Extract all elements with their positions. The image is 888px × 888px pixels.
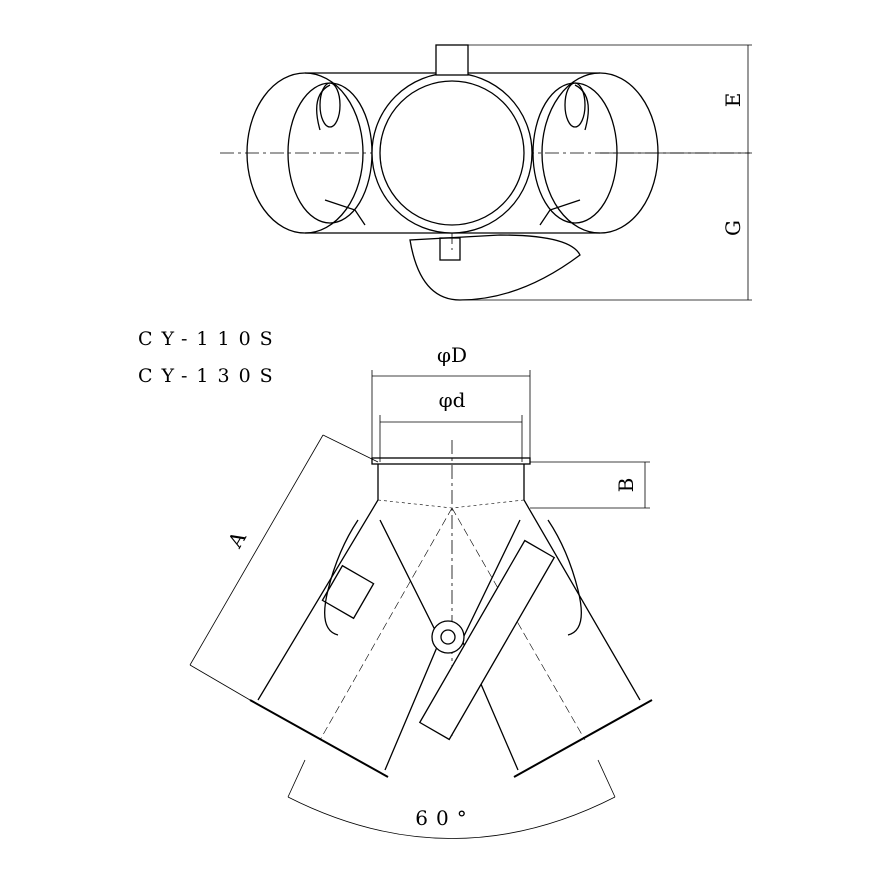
dim-E-label: E: [721, 93, 745, 108]
angle-label: 60°: [415, 806, 474, 830]
dim-D-label: φD: [437, 343, 467, 367]
front-view: [189, 370, 653, 839]
model-label-1: CY-110S: [138, 328, 282, 350]
dim-G-label: G: [721, 220, 745, 236]
dim-d-label: φd: [439, 388, 466, 412]
dim-A-label: A: [222, 527, 251, 553]
dim-B-label: B: [614, 478, 638, 493]
model-label-2: CY-130S: [138, 365, 282, 387]
top-view: [220, 44, 752, 301]
